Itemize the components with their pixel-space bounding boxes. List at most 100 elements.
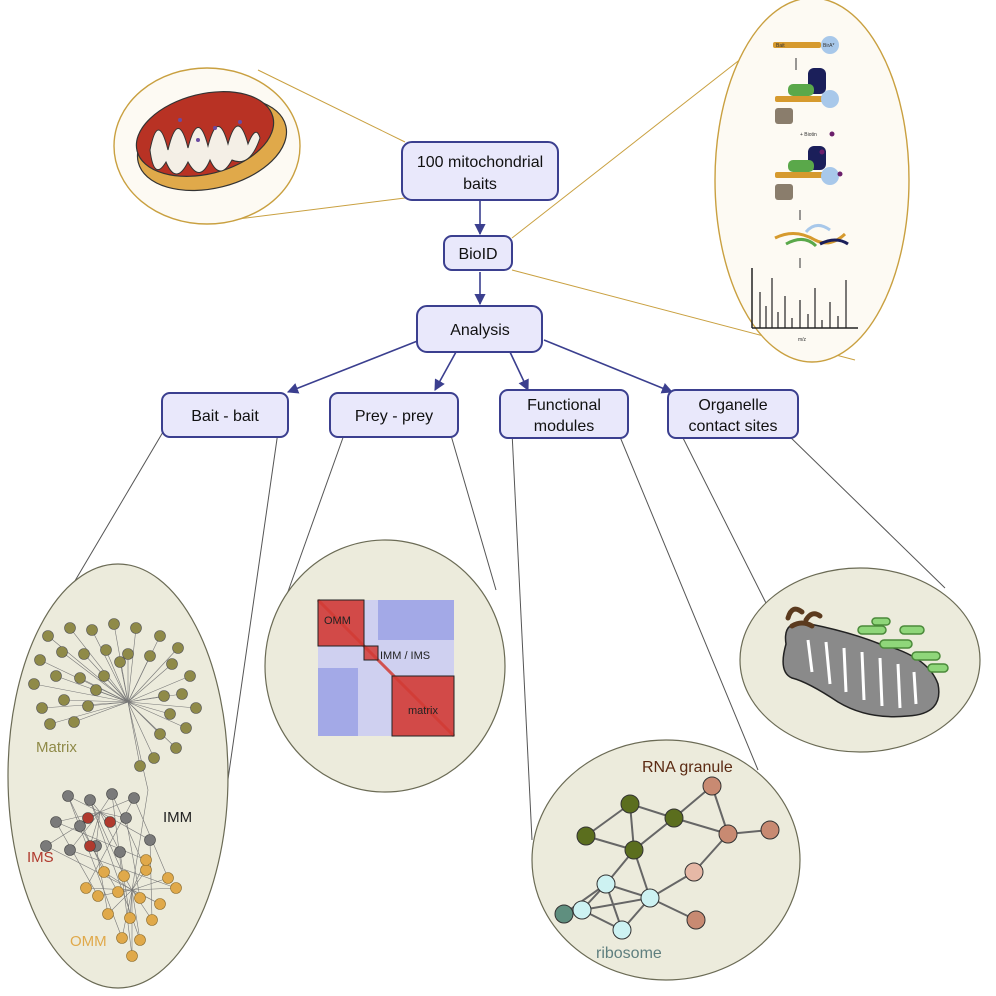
bioid-label: BioID [458,246,497,263]
prey-prey-heatmap: OMM IMM / IMS matrix [264,539,506,793]
network-edge [131,887,177,891]
bait-network-nodes [28,618,202,962]
heatmap-matrix-label: matrix [408,705,438,717]
network-node [100,644,112,656]
module-network-nodes [554,776,780,940]
module-node [620,794,640,814]
baits-line2: baits [463,176,497,193]
network-edge [131,789,149,891]
network-edge [69,811,101,851]
module-node [760,820,780,840]
network-edge [91,629,129,703]
network-node [170,882,182,894]
network-edge [49,701,129,725]
network-edge [87,701,129,707]
network-node [122,648,134,660]
network-edge [33,683,129,703]
network-node [162,872,174,884]
network-node [28,678,40,690]
network-node [170,742,182,754]
network-node [64,844,76,856]
network-edge [127,701,141,767]
heatmap-imm-ims-label: IMM / IMS [380,650,430,662]
matrix-label: Matrix [36,739,77,756]
network-edge [89,799,125,877]
module-node [624,840,644,860]
mitochondrion-illustration [113,67,301,225]
network-edge [89,811,101,847]
network-edge [131,889,141,941]
network-node [74,672,86,684]
network-node [112,886,124,898]
network-node [108,618,120,630]
network-node [116,932,128,944]
network-node [146,914,158,926]
baits-line1: 100 mitochondrial [417,154,543,171]
network-node [190,702,202,714]
network-edge [61,651,129,703]
heatmap-omm-label: OMM [324,615,351,627]
network-edge [55,821,147,861]
network-node [154,898,166,910]
network-node [82,700,94,712]
module-node [718,824,738,844]
network-node [140,864,152,876]
network-node [86,624,98,636]
network-edge [127,701,197,709]
node-organelle-contact-sites: Organelle contact sites [667,389,799,439]
network-node [144,834,156,846]
network-node [84,840,96,852]
network-node [134,892,146,904]
network-node [80,882,92,894]
network-node [50,670,62,682]
module-node [664,808,684,828]
network-node [154,630,166,642]
network-node [134,760,146,772]
network-node [40,840,52,852]
network-node [50,816,62,828]
ribosome-label: ribosome [596,945,662,962]
network-edge [149,839,153,921]
network-node [124,912,136,924]
network-edge [55,821,99,897]
network-edge [127,701,171,715]
network-node [172,642,184,654]
network-edge [67,795,105,873]
network-edge [79,677,129,703]
network-node [166,658,178,670]
module-node [554,904,574,924]
module-node [572,900,592,920]
network-edge [67,795,101,813]
network-node [74,820,86,832]
network-edge [127,701,149,791]
network-node [154,728,166,740]
module-node [702,776,722,796]
imm-label: IMM [163,809,192,826]
network-node [34,654,46,666]
network-edge [127,627,137,703]
bioid-schematic: Bait BirA* + Biotin [714,0,910,363]
functional-line1: Functional [527,397,601,414]
network-node [126,950,138,962]
organelle-line2: contact sites [689,418,778,435]
network-edge [95,845,109,915]
functional-line2: modules [534,418,594,435]
network-node [98,670,110,682]
network-edge [127,663,173,703]
network-node [134,934,146,946]
network-node [130,622,142,634]
network-node [68,716,80,728]
network-node [78,648,90,660]
bait-bait-network: Matrix IMS IMM OMM [7,563,229,989]
organelle-contact-illustration [739,567,981,753]
network-edge [103,675,129,703]
network-node [118,870,130,882]
network-edge [105,649,129,703]
network-node [36,702,48,714]
network-node [58,694,70,706]
network-edge [63,699,129,703]
network-node [148,752,160,764]
network-edge [127,695,165,703]
node-functional-modules: Functional modules [499,389,629,439]
bait-label: Bait [776,43,785,49]
